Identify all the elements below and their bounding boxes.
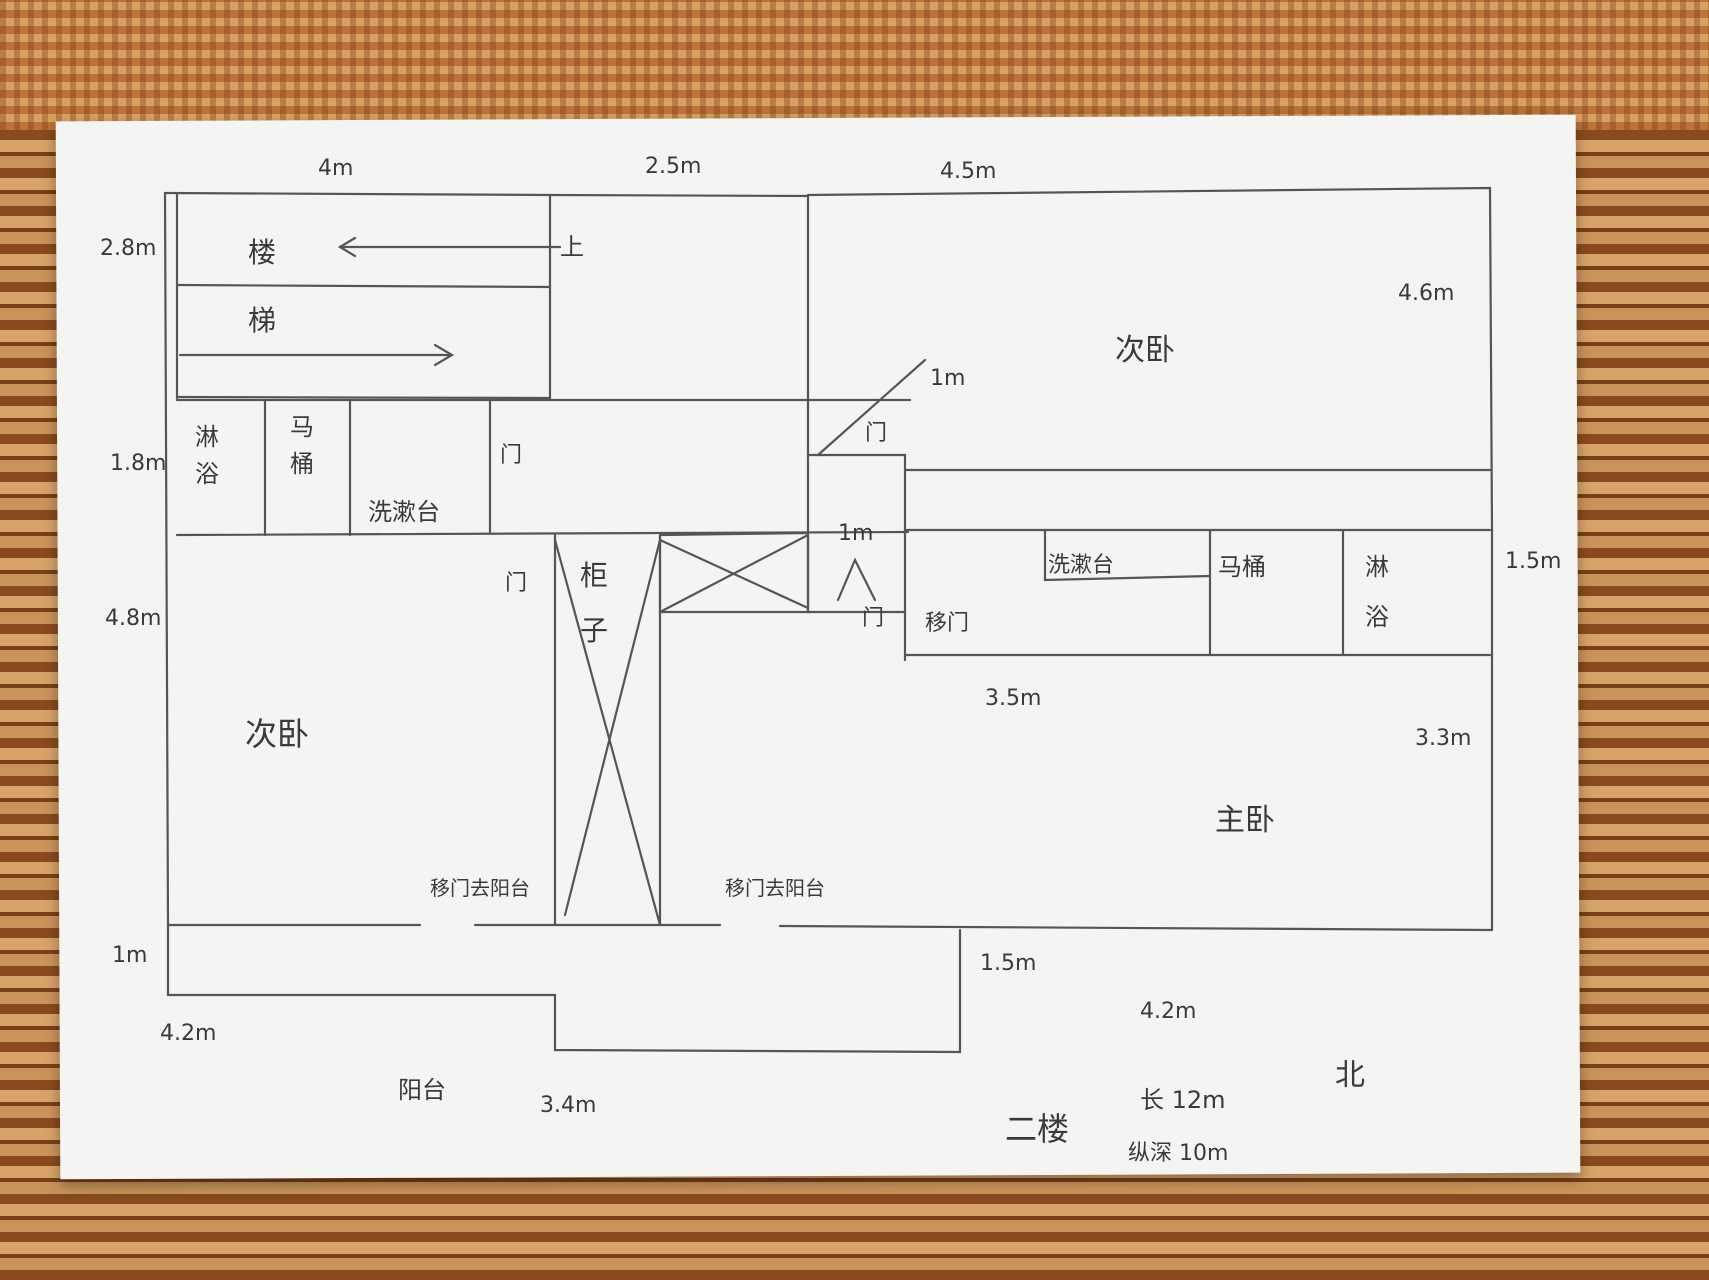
shower-left-label-2: 浴 bbox=[195, 460, 219, 488]
dim-balcony-mid: 3.4m bbox=[540, 1093, 596, 1118]
closet-x-2 bbox=[563, 538, 662, 917]
corridor-door-swing bbox=[836, 557, 877, 602]
shower-right-label-2: 浴 bbox=[1365, 603, 1389, 631]
bedroom-left-label: 次卧 bbox=[245, 715, 309, 753]
sink-left-label: 洗漱台 bbox=[368, 498, 440, 526]
stairs-arrow-up-head bbox=[337, 236, 357, 258]
cabinet-x-2 bbox=[658, 538, 810, 610]
stairs-label-2: 梯 bbox=[248, 304, 276, 337]
shower-right-label-1: 淋 bbox=[1365, 553, 1389, 581]
top-dim-left: 4m bbox=[318, 156, 353, 181]
dim-corridor: 1m bbox=[838, 521, 873, 546]
stairs-up-label: 上 bbox=[560, 233, 584, 261]
stairs-arrow-down-head bbox=[433, 343, 455, 367]
balcony-door-left-label: 移门去阳台 bbox=[430, 876, 530, 900]
left-dim-bath: 1.8m bbox=[110, 451, 166, 476]
left-dim-balcony: 1m bbox=[112, 943, 147, 968]
north-label: 北 bbox=[1335, 1058, 1365, 1093]
left-dim-balcony-width: 4.2m bbox=[160, 1021, 216, 1046]
closet-label-2: 子 bbox=[580, 614, 608, 647]
closet-x-1 bbox=[553, 538, 662, 927]
wall-top-right bbox=[806, 186, 1494, 657]
right-dim-master: 3.3m bbox=[1415, 726, 1471, 751]
toilet-left-label-2: 桶 bbox=[290, 450, 314, 478]
wall-left bbox=[163, 191, 170, 927]
left-dim-bedroom: 4.8m bbox=[105, 606, 161, 631]
bedroom-right-label: 次卧 bbox=[1115, 333, 1175, 368]
stairs-label-1: 楼 bbox=[248, 236, 276, 269]
right-dim-bedroom: 4.6m bbox=[1398, 281, 1454, 306]
bedroom-left-door-label: 门 bbox=[505, 571, 527, 596]
overall-depth: 纵深 10m bbox=[1128, 1141, 1228, 1166]
sliding-door-bath-label: 移门 bbox=[925, 611, 969, 636]
wall-bottom-right bbox=[778, 924, 1494, 932]
balcony-label: 阳台 bbox=[398, 1076, 446, 1104]
balcony-outline bbox=[166, 923, 962, 1054]
sink-right-label: 洗漱台 bbox=[1048, 553, 1114, 578]
sink-counter bbox=[1043, 528, 1212, 582]
corridor-cabinet bbox=[658, 531, 810, 614]
toilet-right-label: 马桶 bbox=[1218, 553, 1266, 581]
closet-label-1: 柜 bbox=[580, 559, 608, 592]
stairs-mid-line bbox=[175, 283, 552, 289]
left-dim-stairs: 2.8m bbox=[100, 236, 156, 261]
dim-bottom-right: 4.2m bbox=[1140, 999, 1196, 1024]
bedroom-right-door-label: 门 bbox=[865, 421, 887, 446]
master-bedroom-label: 主卧 bbox=[1215, 803, 1275, 838]
right-dim-bath: 1.5m bbox=[1505, 549, 1561, 574]
dim-step: 1.5m bbox=[980, 951, 1036, 976]
wall-top-left bbox=[163, 191, 810, 457]
bamboo-mat-background bbox=[0, 0, 1709, 130]
floor-label: 二楼 bbox=[1005, 1110, 1069, 1148]
overall-length: 长 12m bbox=[1140, 1086, 1226, 1114]
corridor-door-label: 门 bbox=[862, 606, 884, 631]
shower-left-label-1: 淋 bbox=[195, 423, 219, 451]
stairs-bottom-line bbox=[175, 395, 552, 400]
top-dim-middle: 2.5m bbox=[645, 154, 701, 179]
toilet-left-label-1: 马 bbox=[290, 413, 314, 441]
bath-left-door-label: 门 bbox=[500, 443, 522, 468]
dim-bath-right-width: 3.5m bbox=[985, 686, 1041, 711]
balcony-door-right-label: 移门去阳台 bbox=[725, 876, 825, 900]
dim-corridor-door: 1m bbox=[930, 366, 965, 391]
top-dim-right: 4.5m bbox=[940, 159, 996, 184]
door-swing-arrow bbox=[816, 358, 927, 457]
